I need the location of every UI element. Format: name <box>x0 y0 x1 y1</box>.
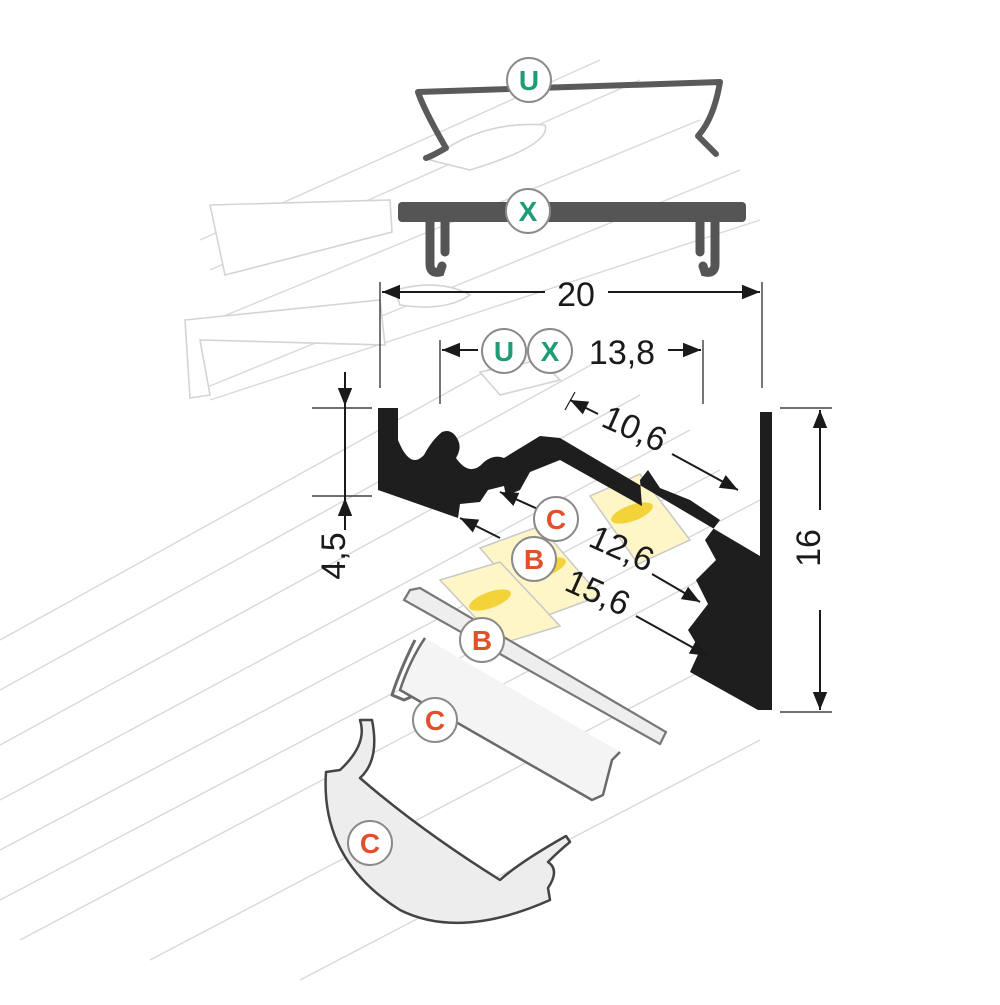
svg-text:B: B <box>524 544 544 575</box>
badge-diffuser-c: C <box>412 697 458 743</box>
dim-diag-top: 10,6 <box>596 398 672 460</box>
svg-text:U: U <box>519 65 539 96</box>
cover-x-shape <box>398 202 746 277</box>
svg-text:U: U <box>494 336 514 367</box>
badge-diffuser-b: B <box>459 617 505 663</box>
svg-text:C: C <box>360 828 380 859</box>
svg-text:C: C <box>546 504 566 535</box>
dim-width-total: 20 <box>557 276 595 314</box>
dim-width-inner: 13,8 <box>589 334 655 372</box>
cover-u-shape <box>415 79 723 161</box>
svg-text:X: X <box>541 336 560 367</box>
dimension-lines <box>312 282 832 713</box>
badge-pos-b-inner: B <box>511 536 557 582</box>
main-profile <box>378 408 772 710</box>
badge-diffuser-c-round: C <box>347 820 393 866</box>
dim-height-total: 16 <box>790 529 828 567</box>
badge-inner-u: U <box>481 328 527 374</box>
badge-pos-c-inner: C <box>533 496 579 542</box>
svg-text:X: X <box>519 196 538 227</box>
ghost-extrusion <box>0 59 761 981</box>
dim-height-step: 4,5 <box>315 532 353 579</box>
badge-cover-u: U <box>506 57 552 103</box>
diffuser-round <box>324 718 572 925</box>
badge-inner-x: X <box>527 328 573 374</box>
svg-text:B: B <box>472 625 492 656</box>
badge-cover-x: X <box>505 188 551 234</box>
diffuser-clip-body <box>398 637 621 802</box>
svg-text:C: C <box>425 705 445 736</box>
